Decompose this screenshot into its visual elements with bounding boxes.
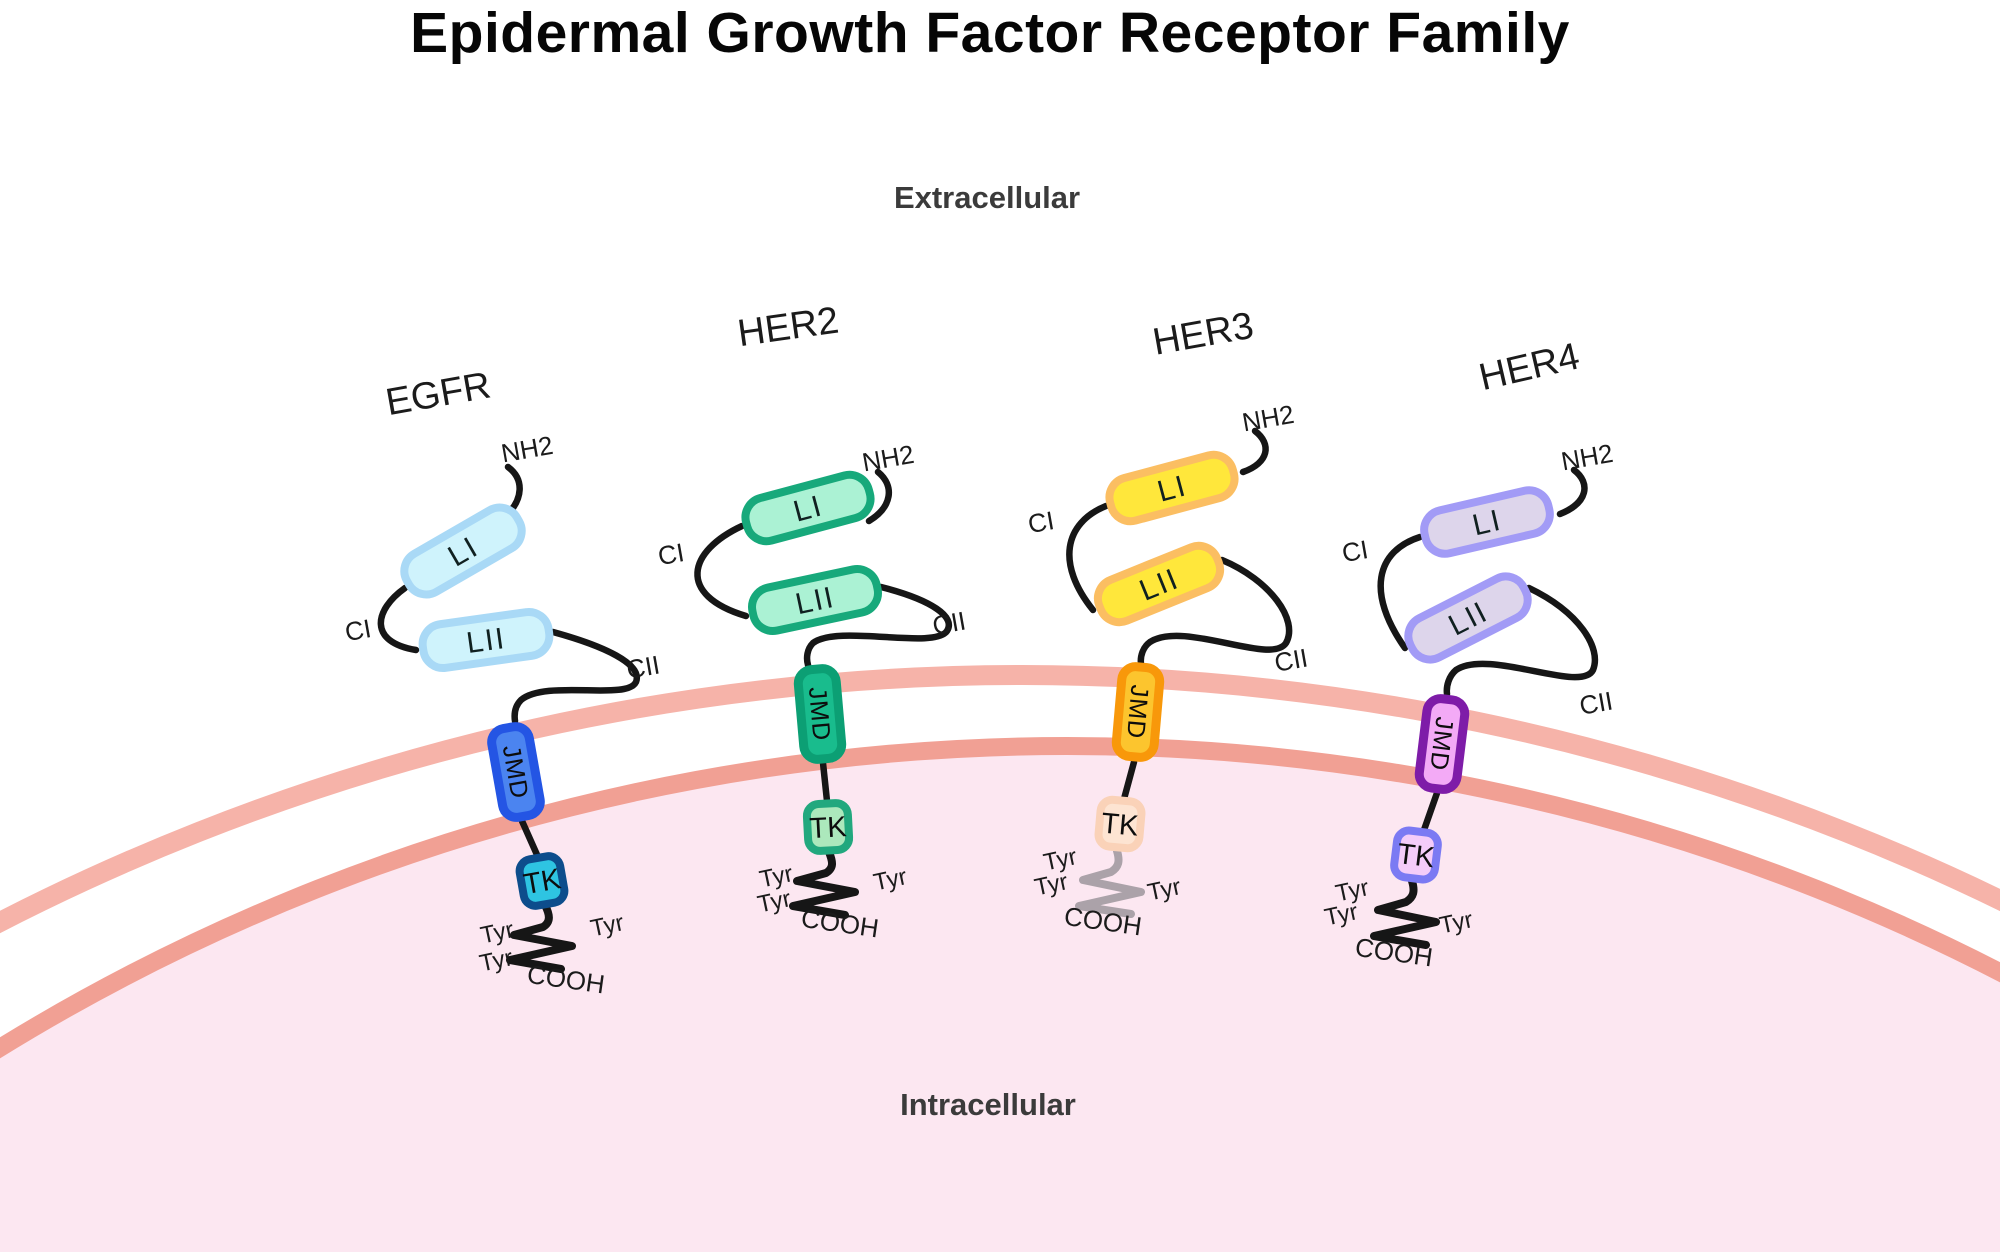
- ctail-squiggle: [1370, 877, 1440, 949]
- ctail-squiggle: [789, 848, 859, 919]
- jmd-tk-line: [1420, 789, 1441, 834]
- bottom-margin: [0, 1252, 2000, 1259]
- intracellular-region: [0, 737, 2000, 1259]
- jmd-domain-label: JMD: [803, 686, 836, 743]
- extracellular-label: Extracellular: [894, 180, 1080, 215]
- tk-domain-label: TK: [521, 863, 564, 901]
- jmd-tk-line: [518, 817, 542, 861]
- receptor-name: HER2: [735, 299, 841, 355]
- receptor-her2: LI LII JMD TK HER2 NH2 CI CII Tyr Tyr Ty…: [656, 299, 968, 943]
- cii-loop-line: [1443, 584, 1599, 698]
- li-domain: [1105, 450, 1239, 526]
- li-domain: [400, 503, 526, 599]
- ci-loop-line: [1377, 533, 1424, 652]
- cii-loop-line: [803, 583, 952, 669]
- page-title: Epidermal Growth Factor Receptor Family: [410, 1, 1570, 65]
- nh2-tail-line: [1239, 427, 1269, 476]
- ci-label: CI: [1026, 505, 1057, 539]
- tk-domain-label: TK: [1396, 838, 1437, 874]
- tk-domain: [1390, 826, 1442, 884]
- receptor-name: HER3: [1150, 305, 1257, 364]
- lii-domain-label: LII: [464, 622, 508, 660]
- lii-domain: [1404, 572, 1532, 664]
- nh2-tail-line: [865, 468, 893, 525]
- jmd-domain: [487, 722, 545, 822]
- lii-domain: [1093, 541, 1225, 627]
- jmd-tk-line: [819, 759, 831, 805]
- ci-label: CI: [343, 613, 374, 647]
- ctail-squiggle-inactive: [1075, 847, 1145, 918]
- cii-label: CII: [1272, 642, 1310, 677]
- receptor-name: EGFR: [383, 364, 494, 424]
- nh2-label: NH2: [1240, 399, 1296, 438]
- nh2-label: NH2: [1559, 438, 1615, 477]
- cii-loop-line: [511, 628, 641, 725]
- jmd-domain: [793, 664, 847, 764]
- jmd-domain: [1414, 694, 1470, 794]
- receptor-her4: LI LII JMD TK HER4 NH2 CI CII Tyr Tyr Ty…: [1322, 335, 1615, 972]
- jmd-domain: [1111, 662, 1165, 762]
- cii-label: CII: [624, 649, 662, 684]
- tk-domain-inactive: [1094, 795, 1146, 853]
- intracellular-label: Intracellular: [900, 1087, 1076, 1122]
- tk-domain-label: TK: [1100, 808, 1140, 843]
- ci-loop-line: [1066, 502, 1110, 614]
- tk-domain: [802, 799, 854, 855]
- cii-label: CII: [1577, 685, 1615, 720]
- jmd-domain-label: JMD: [1121, 684, 1154, 741]
- nh2-tail-line: [1556, 466, 1588, 518]
- li-domain: [1420, 486, 1554, 558]
- lii-domain: [748, 564, 882, 636]
- ctail-squiggle: [506, 901, 576, 973]
- membrane-outer-leaflet: [0, 665, 2000, 934]
- lii-domain-label: LII: [793, 581, 838, 621]
- li-domain-label: LI: [1469, 504, 1505, 543]
- ci-label: CI: [656, 537, 687, 571]
- jmd-domain-label: JMD: [1424, 715, 1458, 772]
- ci-label: CI: [1340, 534, 1371, 568]
- tk-domain-label: TK: [809, 811, 848, 845]
- nh2-label: NH2: [499, 430, 555, 469]
- receptor-name: HER4: [1475, 335, 1583, 399]
- li-domain: [741, 470, 875, 546]
- cii-label: CII: [930, 605, 968, 640]
- ci-loop-line: [377, 584, 420, 654]
- tk-domain: [515, 852, 569, 910]
- ci-loop-line: [694, 522, 750, 620]
- cii-loop-line: [1137, 556, 1293, 668]
- nh2-label: NH2: [860, 439, 916, 478]
- jmd-tk-line: [1120, 758, 1138, 803]
- lii-domain: [418, 607, 554, 673]
